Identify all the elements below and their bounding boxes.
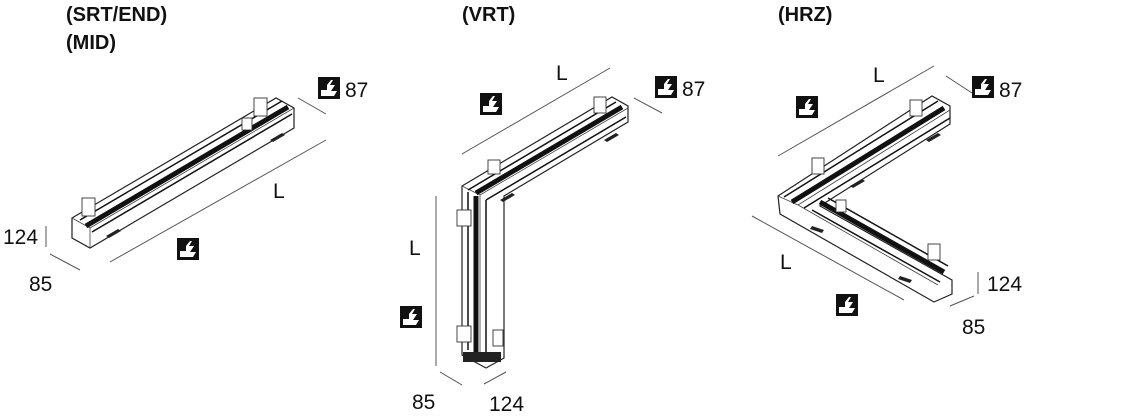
dim-line-width-straight	[49, 253, 81, 271]
light-emission-icon	[836, 294, 858, 316]
dim-line-width-hrz	[949, 295, 975, 307]
light-emission-icon	[655, 76, 677, 98]
dim-depth-vrt: 87	[682, 78, 705, 101]
dim-line-depth-vrt	[633, 97, 663, 114]
dim-length-hrz-top: L	[873, 64, 885, 87]
dim-line-height-vrt	[483, 371, 507, 385]
dim-line-depth-straight	[297, 97, 327, 115]
dim-height-straight: 124	[3, 226, 38, 249]
dim-line-length-vrt-top	[461, 67, 611, 155]
straight-profile	[71, 97, 295, 249]
dim-line-width-vrt	[439, 371, 463, 386]
dim-line-length-hrz-top	[777, 65, 935, 157]
light-emission-icon	[972, 76, 994, 98]
dim-depth-hrz: 87	[999, 79, 1022, 102]
dim-length-vrt-side: L	[409, 237, 421, 260]
dim-length-hrz-bottom: L	[780, 251, 792, 274]
vertical-corner-profile	[456, 96, 629, 369]
dim-height-hrz: 124	[987, 273, 1022, 296]
dim-width-vrt: 85	[412, 391, 435, 414]
dim-width-straight: 85	[29, 273, 52, 296]
light-emission-icon	[318, 77, 340, 99]
light-emission-icon	[480, 93, 502, 115]
dim-line-depth-hrz	[945, 75, 973, 94]
dim-width-hrz: 85	[962, 316, 985, 339]
label-srt-end: (SRT/END)	[66, 4, 167, 26]
dim-height-vrt: 124	[489, 393, 524, 416]
label-hrz: (HRZ)	[778, 4, 832, 26]
dim-length-straight: L	[273, 180, 285, 203]
dim-depth-straight: 87	[345, 79, 368, 102]
dim-line-length-hrz-bottom	[751, 215, 905, 301]
dim-length-vrt-top: L	[556, 62, 568, 85]
horizontal-corner-profile	[777, 95, 953, 303]
dim-line-length-straight	[109, 139, 327, 263]
label-vrt: (VRT)	[462, 4, 515, 26]
light-emission-icon	[177, 238, 199, 260]
light-emission-icon	[400, 306, 422, 328]
light-emission-icon	[796, 96, 818, 118]
label-mid: (MID)	[66, 32, 116, 54]
